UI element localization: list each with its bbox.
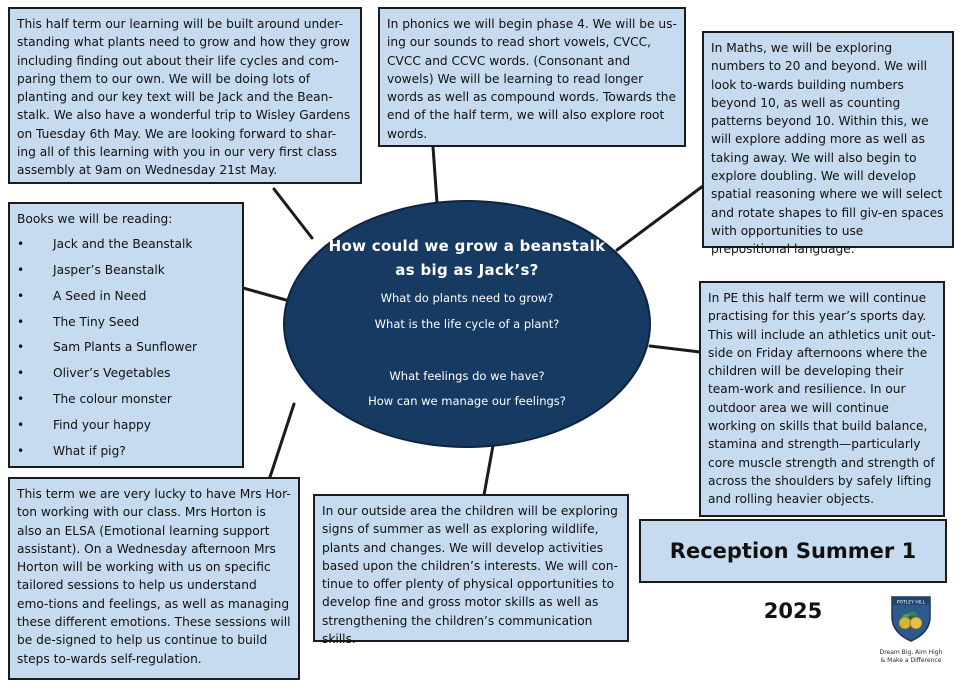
- books-list: Jack and the Beanstalk Jasper’s Beanstal…: [17, 232, 235, 464]
- central-question: How could we grow a beanstalk as big as …: [283, 200, 651, 448]
- book-item: Sam Plants a Sunflower: [17, 335, 235, 361]
- pe-box: In PE this half term we will continue pr…: [699, 281, 945, 517]
- logo-motto: Dream Big, Aim High & Make a Difference: [866, 649, 956, 664]
- central-question-3: What feelings do we have?: [389, 368, 545, 383]
- books-heading: Books we will be reading:: [17, 212, 173, 226]
- central-question-2: What is the life cycle of a plant?: [374, 316, 560, 331]
- connector-maths: [615, 184, 705, 252]
- school-crest-icon: POTLEY HILL: [891, 596, 931, 642]
- logo-motto-line2: & Make a Difference: [880, 656, 942, 664]
- book-item: Jack and the Beanstalk: [17, 232, 235, 258]
- book-item: The colour monster: [17, 387, 235, 413]
- logo-name: POTLEY HILL: [897, 600, 926, 606]
- central-question-1: What do plants need to grow?: [380, 291, 554, 305]
- connector-outside: [482, 438, 496, 497]
- connector-pe: [648, 344, 702, 354]
- book-item: Find your happy: [17, 413, 235, 439]
- book-item: What if pig?: [17, 439, 235, 465]
- connector-horton: [268, 402, 296, 479]
- phonics-box: In phonics we will begin phase 4. We wil…: [378, 7, 686, 147]
- pe-text: In PE this half term we will continue pr…: [708, 291, 936, 507]
- phonics-text: In phonics we will begin phase 4. We wil…: [387, 17, 677, 141]
- maths-box: In Maths, we will be exploring numbers t…: [702, 31, 954, 256]
- connector-phonics: [431, 145, 439, 205]
- maths-text: In Maths, we will be exploring numbers t…: [711, 41, 944, 257]
- central-title-line1: How could we grow a beanstalk: [328, 237, 606, 255]
- book-item: A Seed in Need: [17, 284, 235, 310]
- connector-books: [241, 286, 288, 302]
- page-title: Reception Summer 1 2025: [639, 519, 947, 623]
- books-box: Books we will be reading: Jack and the B…: [8, 202, 244, 468]
- central-question-4: How can we manage our feelings?: [368, 394, 566, 409]
- school-logo: POTLEY HILL Dream Big, Aim High & Make a…: [866, 593, 956, 683]
- connector-learning: [272, 187, 314, 240]
- page-title-text: Reception Summer 1 2025: [669, 539, 917, 623]
- outside-box: In our outside area the children will be…: [313, 494, 629, 646]
- book-item: Jasper’s Beanstalk: [17, 258, 235, 284]
- outside-text: In our outside area the children will be…: [322, 504, 618, 647]
- learning-text: This half term our learning will be buil…: [17, 17, 351, 178]
- learning-box: This half term our learning will be buil…: [8, 7, 362, 184]
- book-item: The Tiny Seed: [17, 310, 235, 336]
- horton-box: This term we are very lucky to have Mrs …: [8, 477, 300, 680]
- book-item: Oliver’s Vegetables: [17, 361, 235, 387]
- horton-text: This term we are very lucky to have Mrs …: [17, 487, 291, 666]
- central-title: How could we grow a beanstalk as big as …: [285, 234, 649, 282]
- logo-motto-line1: Dream Big, Aim High: [879, 649, 943, 656]
- central-title-line2: as big as Jack’s?: [395, 261, 539, 279]
